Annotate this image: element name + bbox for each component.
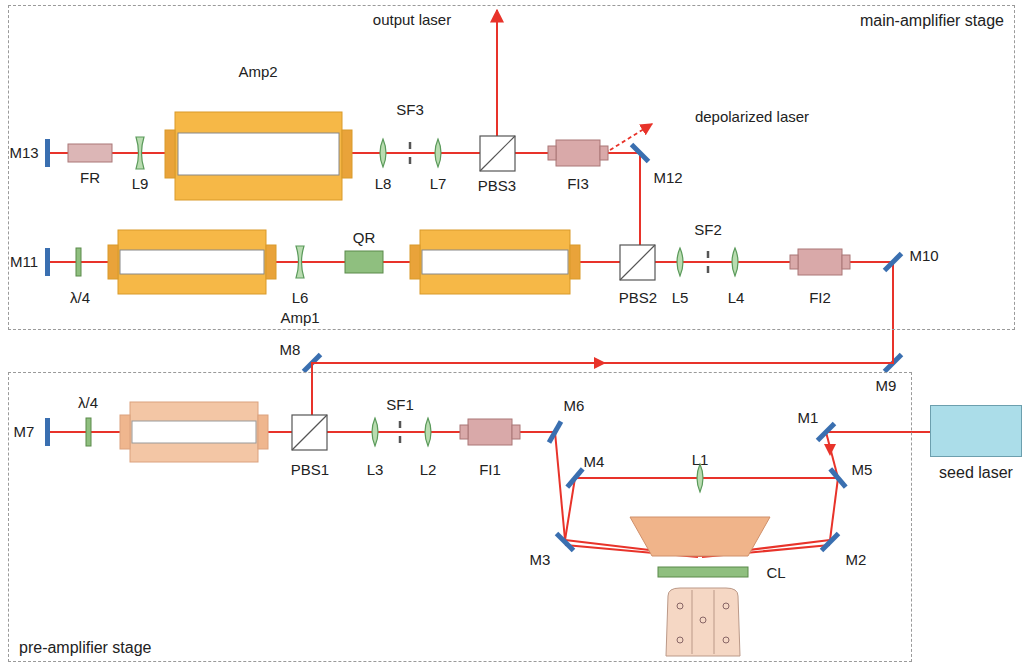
component-label: FI1 [479,462,501,479]
component-label: M6 [564,398,585,415]
component-label: M11 [10,254,38,271]
component-label: PBS3 [478,178,516,195]
seed-laser-box: seed laser [930,405,1022,457]
component-label: SF3 [396,102,424,119]
component-label: L3 [367,462,384,479]
component-label: L1 [692,452,709,469]
component-label: L2 [420,462,437,479]
component-label: FI3 [567,176,589,193]
faraday-isolator [460,140,850,445]
component-label: CL [766,565,785,582]
polarizing-beam-splitter [292,136,655,450]
component-label: λ/4 [78,395,98,412]
laser-beam [48,10,912,557]
component-label: M13 [9,145,38,162]
amplifier-module [108,112,580,462]
component-label: Amp1 [280,310,319,327]
component-label: L6 [292,290,309,307]
mirror [45,139,903,552]
spatial-filter [400,142,708,443]
faraday-rotator [68,144,112,162]
pump-module [666,588,740,656]
component-label: M12 [653,170,682,187]
laser-beam-connector [912,431,930,433]
lens [136,137,738,492]
component-label: M5 [852,462,873,479]
component-label: PBS2 [619,290,657,307]
component-label: L8 [375,176,392,193]
component-label: M3 [530,552,551,569]
node-title: seed laser [939,464,1013,482]
component-label: PBS1 [291,462,329,479]
laser-beam-connector [312,330,893,372]
waveplate [76,248,91,446]
component-label: FI2 [809,290,831,307]
component-label: Amp2 [238,64,277,81]
component-label: M8 [280,342,301,359]
node-title: pre-amplifier stage [19,639,152,657]
component-label: L7 [430,176,447,193]
component-label: L4 [728,290,745,307]
component-label: QR [353,230,376,247]
component-label: SF1 [386,397,414,414]
component-label: M9 [876,378,897,395]
component-label: FR [80,170,100,187]
component-label: SF2 [694,222,722,239]
component-label: L5 [672,290,689,307]
cylindrical-lens [658,567,748,577]
component-label: λ/4 [70,290,90,307]
component-label: depolarized laser [695,109,809,126]
component-label: M4 [584,454,605,471]
amplifier-stage-region: main-amplifier stage [8,5,1015,330]
quartz-rotator [345,251,383,273]
node-title: main-amplifier stage [860,12,1004,30]
component-label: L9 [132,176,149,193]
component-label: output laser [373,12,451,29]
component-label: M7 [14,424,35,441]
component-label: M2 [846,552,867,569]
component-label: M10 [909,248,938,265]
amplifier-stage-region: pre-amplifier stage [8,372,912,662]
component-label: M1 [798,410,819,427]
gain-crystal [630,517,770,556]
beam-arrow [824,444,836,456]
